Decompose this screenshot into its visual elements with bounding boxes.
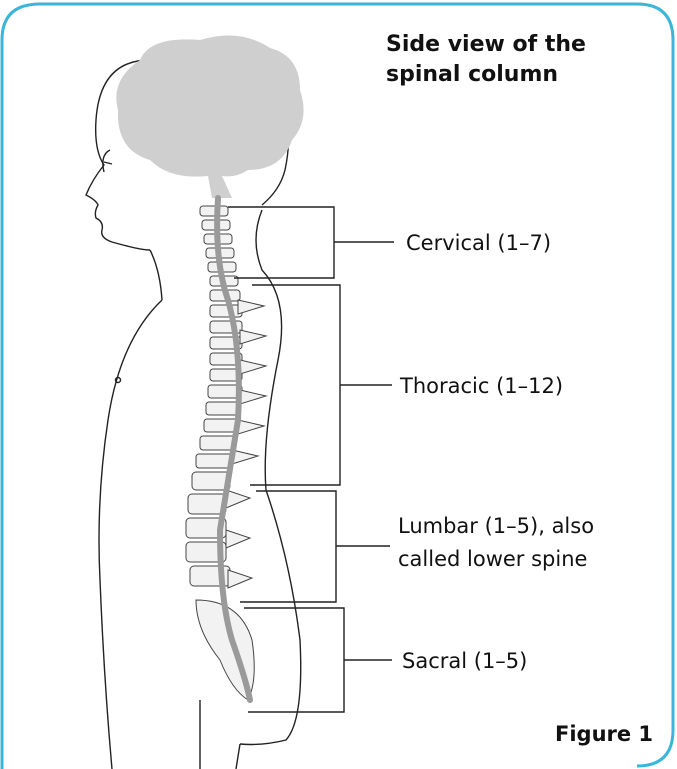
- label-thoracic: Thoracic (1–12): [400, 371, 563, 401]
- lumbar-bracket: [240, 491, 336, 602]
- label-sacral: Sacral (1–5): [402, 646, 527, 676]
- figure-label: Figure 1: [555, 722, 653, 746]
- title-line-2: spinal column: [386, 60, 646, 90]
- frame-border: [2, 4, 673, 769]
- title-line-1: Side view of the: [386, 30, 646, 60]
- region-brackets: [228, 207, 394, 712]
- label-lumbar-line-1: Lumbar (1–5), also: [398, 511, 594, 541]
- thoracic-bracket: [250, 285, 340, 485]
- sacral-bracket: [244, 608, 344, 712]
- brain: [116, 36, 303, 199]
- label-cervical: Cervical (1–7): [406, 228, 551, 258]
- label-lumbar-line-2: called lower spine: [398, 544, 587, 574]
- cervical-bracket: [228, 207, 334, 278]
- diagram-title: Side view of the spinal column: [386, 30, 646, 90]
